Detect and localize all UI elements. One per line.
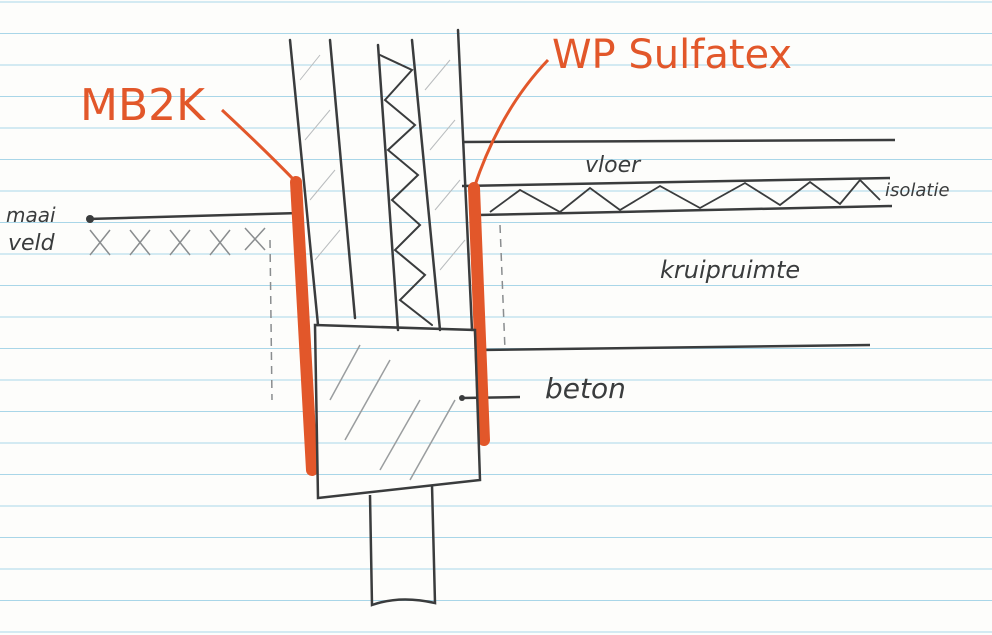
label-maaiveld-2: veld xyxy=(8,231,56,256)
label-vloer: vloer xyxy=(585,153,642,178)
floor xyxy=(87,138,896,400)
label-beton: beton xyxy=(545,372,626,405)
cavity-wall xyxy=(288,28,474,332)
wall-hatching xyxy=(299,54,466,271)
label-kruipruimte: kruipruimte xyxy=(660,256,800,284)
label-wp-sulfatex: WP Sulfatex xyxy=(552,32,792,78)
mb2k-leader xyxy=(220,108,298,184)
beton-marker xyxy=(459,395,465,401)
sulfatex-leader xyxy=(472,58,550,189)
maaiveld-marker xyxy=(86,215,94,223)
soil-hatching xyxy=(89,224,506,401)
concrete-footing xyxy=(313,323,482,607)
mb2k-coating xyxy=(290,176,318,476)
sulfatex-coating xyxy=(468,182,490,446)
label-mb2k: MB2K xyxy=(80,80,206,131)
label-maaiveld-1: maai xyxy=(6,203,56,227)
label-isolatie: isolatie xyxy=(885,180,950,201)
